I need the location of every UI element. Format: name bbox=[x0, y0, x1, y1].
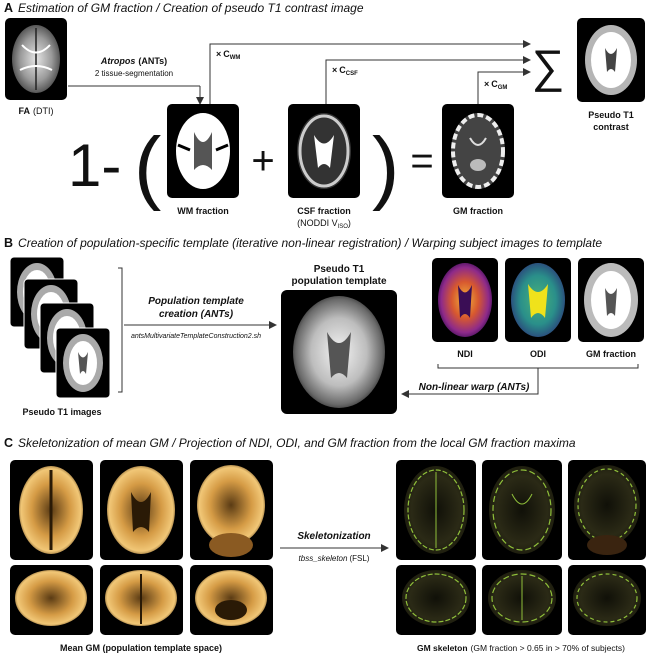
skeleton-tool: tbss_skeleton(FSL) bbox=[299, 554, 370, 563]
open-paren: ( bbox=[134, 121, 161, 212]
pseudo-t1-label-2: contrast bbox=[593, 122, 629, 132]
panel-a-title: Estimation of GM fraction / Creation of … bbox=[18, 1, 364, 15]
warp-label: Non-linear warp (ANTs) bbox=[419, 382, 530, 393]
mean-gm-image bbox=[10, 460, 93, 560]
csf-fraction-label: CSF fraction bbox=[297, 206, 351, 216]
stack-bracket bbox=[118, 267, 123, 393]
c-gm-label: ×CGM bbox=[484, 79, 507, 91]
mean-gm-image bbox=[190, 460, 273, 560]
wm-to-sum-arrow bbox=[209, 40, 531, 104]
mean-gm-image bbox=[100, 460, 183, 560]
pop-create-label-2: creation (ANTs) bbox=[159, 309, 234, 320]
gm-fraction-label-b: GM fraction bbox=[586, 349, 636, 359]
plus-sign: + bbox=[251, 139, 274, 183]
gm-skeleton-image bbox=[482, 565, 562, 635]
odi-image bbox=[505, 258, 571, 342]
pop-create-label-1: Population template bbox=[148, 296, 244, 307]
csf-fraction-image bbox=[288, 104, 360, 198]
panel-a-header: A Estimation of GM fraction / Creation of… bbox=[4, 1, 364, 15]
c-csf-label: ×CCSF bbox=[332, 65, 358, 77]
sum-sigma: ∑ bbox=[532, 40, 565, 92]
panel-c-header: C Skeletonization of mean GM / Projection… bbox=[4, 436, 576, 450]
panel-a-letter: A bbox=[4, 1, 13, 15]
panel-b-header: B Creation of population-specific templat… bbox=[4, 236, 602, 250]
wm-fraction-image bbox=[167, 104, 239, 198]
maps-bracket bbox=[437, 364, 639, 369]
gm-fraction-label: GM fraction bbox=[453, 206, 503, 216]
pseudo-t1-label-1: Pseudo T1 bbox=[588, 110, 634, 120]
gm-skeleton-label: GM skeleton(GM fraction > 0.65 in > 70% … bbox=[417, 643, 625, 653]
pseudo-t1-images-label: Pseudo T1 images bbox=[22, 407, 101, 417]
template-title-1: Pseudo T1 bbox=[314, 264, 365, 275]
gm-skeleton-image bbox=[396, 565, 476, 635]
mean-gm-image bbox=[100, 565, 183, 635]
gm-skeleton-image bbox=[482, 460, 562, 560]
panel-b-title: Creation of population-specific template… bbox=[18, 236, 602, 250]
gm-to-sum-arrow bbox=[477, 68, 531, 104]
atropos-label: Atropos(ANTs) bbox=[100, 56, 167, 66]
odi-label: ODI bbox=[530, 349, 546, 359]
gm-skeleton-image bbox=[568, 460, 646, 560]
fa-image bbox=[5, 18, 67, 100]
panel-b-letter: B bbox=[4, 236, 13, 250]
pseudo-t1-image-stack bbox=[9, 256, 111, 399]
one-minus: 1- bbox=[68, 132, 121, 199]
ndi-label: NDI bbox=[457, 349, 473, 359]
mean-gm-image bbox=[190, 565, 273, 635]
gm-skeleton-image bbox=[396, 460, 476, 560]
equals-sign: = bbox=[410, 139, 433, 183]
csf-sub-label: (NODDI VISO) bbox=[297, 218, 351, 230]
wm-fraction-label: WM fraction bbox=[177, 206, 229, 216]
ndi-image bbox=[432, 258, 498, 342]
pseudo-t1-image bbox=[55, 327, 111, 399]
mean-gm-image bbox=[10, 565, 93, 635]
gm-fraction-image-b bbox=[578, 258, 644, 342]
csf-to-sum-arrow bbox=[325, 56, 531, 104]
template-title-2: population template bbox=[292, 276, 387, 287]
panel-c-title: Skeletonization of mean GM / Projection … bbox=[18, 436, 576, 450]
gm-skeleton-image bbox=[568, 565, 646, 635]
mean-gm-label: Mean GM (population template space) bbox=[60, 643, 222, 653]
script-name: antsMultivariateTemplateConstruction2.sh bbox=[131, 333, 261, 340]
gm-fraction-image bbox=[442, 104, 514, 198]
skeletonization-label: Skeletonization bbox=[297, 531, 370, 542]
pseudo-t1-contrast-image bbox=[577, 18, 645, 102]
atropos-sub: 2 tissue-segmentation bbox=[95, 69, 173, 78]
warp-arrow bbox=[401, 368, 539, 398]
c-wm-label: ×CWM bbox=[216, 49, 240, 61]
close-paren: ) bbox=[372, 121, 399, 212]
fa-label: FA(DTI) bbox=[18, 106, 53, 116]
population-template-image bbox=[281, 290, 397, 414]
panel-c-letter: C bbox=[4, 436, 13, 450]
